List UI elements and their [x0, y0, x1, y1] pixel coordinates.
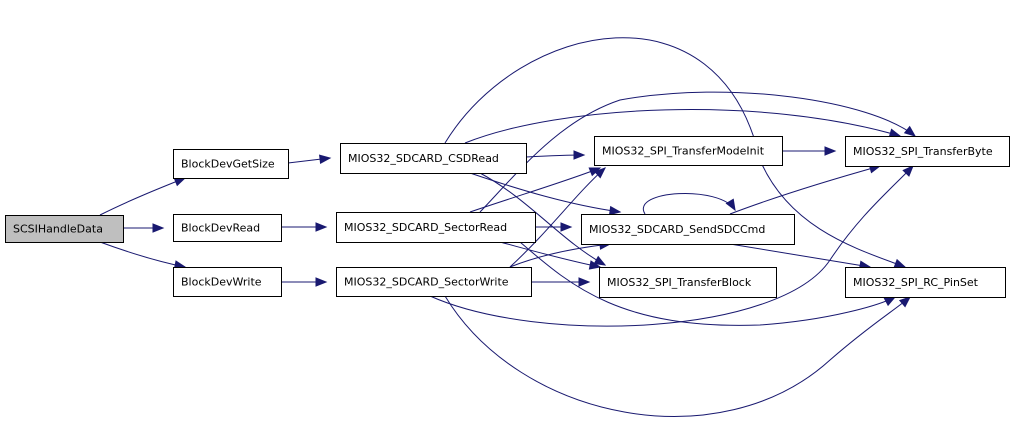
edge-scsi-to-getsize: [99, 177, 186, 216]
node-byte[interactable]: MIOS32_SPI_TransferByte: [845, 136, 1010, 167]
edge-arrowhead-modeinit-to-byte: [824, 146, 837, 156]
edge-arrowhead-sectorread-to-block: [588, 260, 602, 270]
edge-sectorwrite-to-pinset: [444, 295, 911, 417]
node-label: MIOS32_SDCARD_SendSDCCmd: [589, 223, 765, 236]
edge-arrowhead-scsi-to-getsize: [173, 177, 187, 187]
edge-csdread-to-sendcmd: [469, 172, 621, 213]
edge-arrowhead-sectorwrite-to-block: [578, 277, 591, 287]
edge-arrowhead-sendcmd-to-sendcmd: [725, 198, 736, 212]
edge-arrowhead-getsize-to-csdread: [319, 154, 332, 164]
node-box[interactable]: [173, 149, 289, 179]
node-box[interactable]: [336, 212, 536, 243]
edge-sendcmd-to-sendcmd: [642, 192, 736, 215]
node-label: MIOS32_SDCARD_CSDRead: [348, 152, 499, 165]
node-box[interactable]: [845, 267, 1006, 298]
edge-arrowhead-scsi-to-read: [152, 223, 165, 233]
edges-layer: [99, 37, 917, 417]
edge-sendcmd-to-pinset: [729, 243, 871, 268]
node-sendcmd[interactable]: MIOS32_SDCARD_SendSDCCmd: [581, 214, 795, 245]
node-label: MIOS32_SPI_TransferModeInit: [602, 145, 765, 158]
edge-csdread-to-byte: [464, 109, 901, 144]
node-box[interactable]: [594, 136, 783, 166]
edge-arrowhead-write-to-sectorwrite: [315, 277, 328, 287]
edge-csdread-to-block: [479, 172, 606, 266]
edge-arrowhead-read-to-sectorread: [315, 222, 328, 232]
node-block[interactable]: MIOS32_SPI_TransferBlock: [599, 267, 777, 298]
edge-sectorwrite-to-byte: [429, 165, 914, 327]
node-label: BlockDevWrite: [181, 276, 262, 289]
edge-arrowhead-csdread-to-block: [593, 255, 607, 266]
edge-csdread-to-pinset: [444, 37, 906, 268]
node-csdread[interactable]: MIOS32_SDCARD_CSDRead: [340, 143, 527, 174]
node-label: MIOS32_SPI_TransferByte: [853, 145, 993, 158]
edge-arrowhead-csdread-to-sendcmd: [608, 205, 622, 216]
node-box[interactable]: [599, 267, 777, 298]
edge-scsi-to-write: [99, 241, 186, 268]
edge-sectorwrite-to-modeinit: [509, 167, 606, 268]
node-sectorread[interactable]: MIOS32_SDCARD_SectorRead: [336, 212, 536, 243]
edge-arrowhead-csdread-to-modeinit: [573, 150, 586, 160]
node-box[interactable]: [340, 143, 527, 174]
node-label: MIOS32_SDCARD_SectorWrite: [344, 276, 509, 289]
edge-arrowhead-sectorread-to-sendcmd: [560, 222, 573, 232]
node-box[interactable]: [581, 214, 795, 245]
node-read[interactable]: BlockDevRead: [173, 214, 282, 242]
edge-arrowhead-sectorwrite-to-pinset: [898, 296, 912, 308]
node-box[interactable]: [173, 267, 282, 297]
node-scsi[interactable]: SCSIHandleData: [5, 215, 124, 243]
edge-sectorread-to-modeinit: [469, 167, 601, 213]
node-box[interactable]: [845, 136, 1010, 167]
node-label: BlockDevRead: [181, 222, 260, 235]
node-box[interactable]: [336, 267, 532, 297]
nodes-layer: SCSIHandleData BlockDevGetSizeBlockDevRea…: [5, 136, 1010, 298]
node-box[interactable]: [173, 214, 282, 242]
edge-sectorread-to-pinset: [519, 241, 896, 326]
node-label: BlockDevGetSize: [181, 158, 275, 171]
edge-arrowhead-sectorread-to-byte: [903, 125, 917, 137]
edge-arrowhead-csdread-to-byte: [888, 128, 902, 138]
node-modeinit[interactable]: MIOS32_SPI_TransferModeInit: [594, 136, 783, 166]
node-sectorwrite[interactable]: MIOS32_SDCARD_SectorWrite: [336, 267, 532, 297]
node-label: MIOS32_SPI_TransferBlock: [607, 276, 752, 289]
node-label: SCSIHandleData: [13, 223, 103, 236]
node-label: MIOS32_SPI_RC_PinSet: [853, 276, 979, 289]
edge-arrowhead-sectorwrite-to-modeinit: [594, 167, 607, 179]
node-box[interactable]: [5, 215, 124, 243]
edge-sendcmd-to-byte: [729, 165, 881, 215]
node-getsize[interactable]: BlockDevGetSize: [173, 149, 289, 179]
edge-arrowhead-csdread-to-pinset: [893, 258, 907, 268]
node-write[interactable]: BlockDevWrite: [173, 267, 282, 297]
edge-sectorwrite-to-sendcmd: [509, 243, 611, 268]
edge-arrowhead-sectorread-to-pinset: [883, 296, 897, 307]
node-label: MIOS32_SDCARD_SectorRead: [344, 221, 507, 234]
node-pinset[interactable]: MIOS32_SPI_RC_PinSet: [845, 267, 1006, 298]
edge-arrowhead-sectorwrite-to-byte: [902, 165, 914, 177]
